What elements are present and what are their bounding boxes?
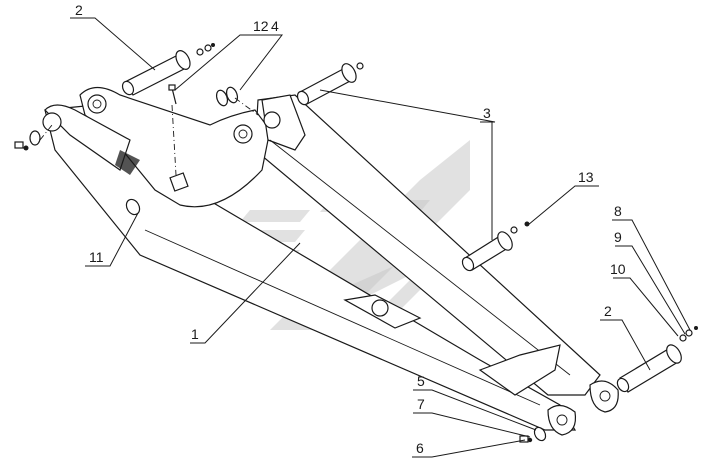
left-bolt-assembly: [14, 130, 41, 151]
pin-upper-right: [296, 62, 364, 106]
callout-6: 6: [416, 440, 424, 456]
callout-4: 4: [271, 18, 279, 34]
callout-5: 5: [417, 373, 425, 389]
pin-lower-right: [616, 326, 698, 393]
callout-13: 13: [578, 169, 594, 185]
leader-lines: [70, 17, 691, 458]
callout-7: 7: [417, 396, 425, 412]
boom-arm: [42, 86, 619, 436]
callout-10: 10: [610, 261, 626, 277]
bottom-bolt-assembly: [519, 426, 547, 443]
pin-middle-right: [461, 221, 530, 272]
callout-9: 9: [614, 229, 622, 245]
callout-labels: 2 12 4 3 13 8 9 10 2 11 1 5 7 6: [75, 2, 626, 456]
callout-8: 8: [614, 203, 622, 219]
callout-12: 12: [253, 18, 269, 34]
assembly-guides: [39, 97, 259, 176]
callout-2-upper: 2: [75, 2, 83, 18]
bolt-12: [168, 84, 177, 105]
callout-3: 3: [483, 105, 491, 121]
bushing-rings: [215, 86, 239, 107]
callout-11: 11: [89, 249, 104, 265]
callout-2-lower: 2: [604, 303, 612, 319]
pin-upper-left: [121, 43, 215, 96]
callout-1: 1: [191, 326, 199, 342]
